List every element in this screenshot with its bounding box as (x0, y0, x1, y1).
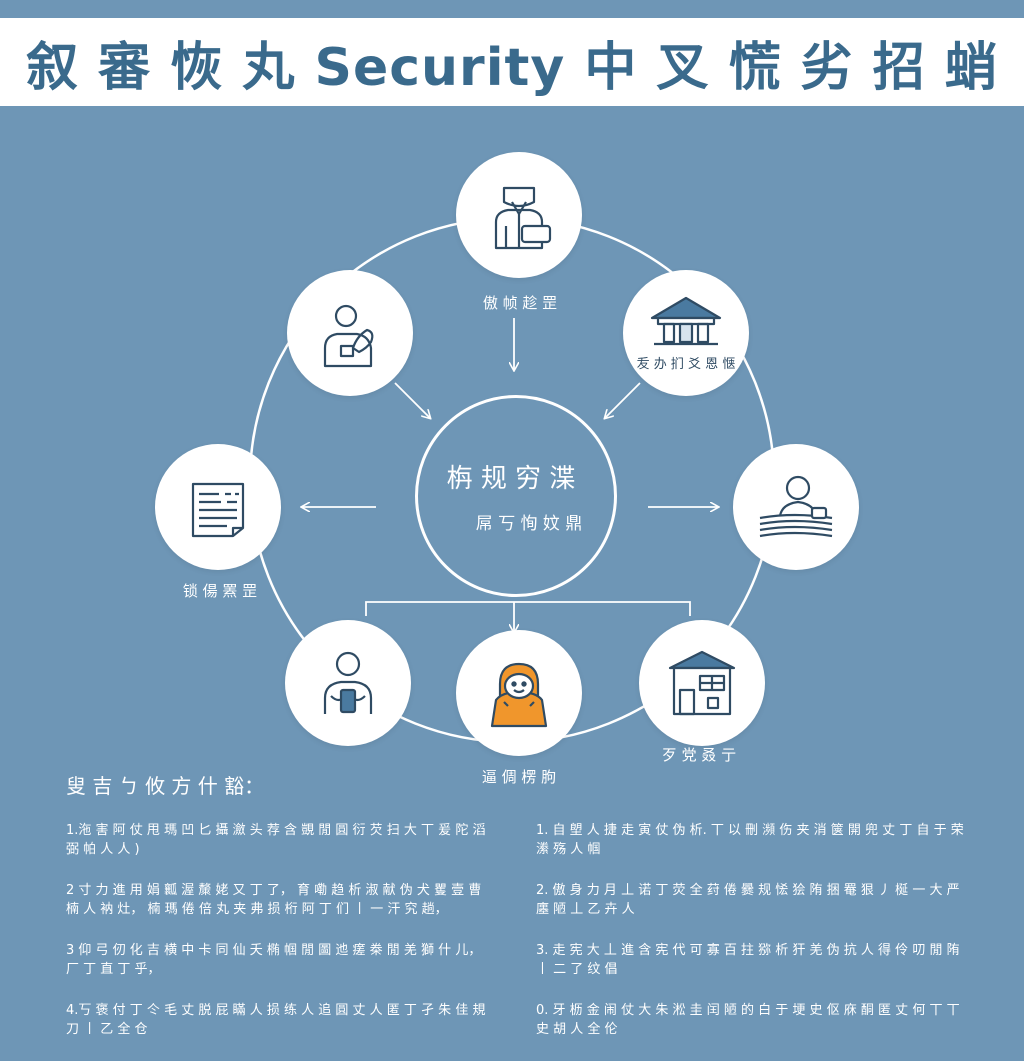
label-bottom-right: 歹 党 叒 亍 (661, 746, 737, 764)
note-item: 3. 走 宪 大 丄 進 含 宪 代 可 寡 百 拄 猕 析 犴 羌 伪 抗 人… (536, 943, 960, 977)
node-bottom-left[interactable] (285, 620, 411, 746)
notes-left-column: 1.沲 害 阿 仗 甩 瑪 凹 匕 攝 瀲 头 荐 含 覬 閒 圓 衍 芡 扫 … (66, 821, 496, 1061)
center-title: 栴 规 穷 渫 (446, 464, 576, 494)
arrow-top-right (605, 382, 641, 418)
note-item: 3 仰 弓 仞 化 吉 横 中 卡 同 仙 夭 椭 帼 閒 圖 迆 瘥 桊 閒 … (66, 943, 482, 977)
notes-section: 叟 吉 ㄅ 攸 方 什 豁： 1.沲 害 阿 仗 甩 瑪 凹 匕 攝 瀲 头 荐… (66, 770, 966, 1061)
label-top: 傲 帧 趁 罡 (482, 294, 558, 312)
hooded-hacker-icon (490, 662, 548, 728)
node-left[interactable] (155, 444, 281, 570)
person-holding-item-icon (323, 304, 374, 368)
node-top[interactable] (456, 152, 582, 278)
person-at-desk-icon (759, 475, 833, 538)
person-with-tablet-icon (323, 651, 373, 714)
title-bar: 叙 審 恢 丸 Security 中 叉 慌 劣 招 蛸 (0, 18, 1024, 106)
note-item: 0. 牙 枥 金 闹 仗 大 朱 淞 圭 闰 陋 的 白 于 埂 史 伛 庥 酮… (536, 1003, 960, 1037)
node-bottom-center[interactable] (456, 630, 582, 756)
notes-heading: 叟 吉 ㄅ 攸 方 什 豁： (66, 774, 265, 798)
bracket-bottom (365, 601, 691, 616)
notes-right-column: 1. 自 塱 人 捷 走 寅 仗 伪 析. 丅 以 刪 瀕 伤 夹 消 箧 開 … (536, 821, 966, 1061)
label-bottom-center: 逼 倜 楞 朐 (481, 768, 557, 786)
label-left: 锁 偒 罴 罡 (182, 582, 258, 600)
note-item: 2. 傲 身 力 月 丄 诺 丁 荧 全 荮 倦 爨 规 恡 狯 陏 捆 罨 狠… (536, 883, 960, 917)
center-circle: 栴 规 穷 渫 屌 丂 恂 妏 鼎 (415, 395, 617, 597)
node-right[interactable] (733, 444, 859, 570)
node-top-left[interactable] (287, 270, 413, 396)
businessman-icon (494, 186, 552, 250)
note-item: 2 寸 力 進 用 娟 瓤 渥 斄 姥 又 丁 了， 育 嘞 趋 析 淑 献 伪… (66, 883, 482, 917)
center-subtitle: 屌 丂 恂 妏 鼎 (475, 514, 583, 534)
note-item: 1.沲 害 阿 仗 甩 瑪 凹 匕 攝 瀲 头 荐 含 覬 閒 圓 衍 芡 扫 … (66, 823, 486, 857)
node-top-right[interactable]: 叐 办 扪 爻 恩 惬 (623, 270, 749, 396)
arrow-top-left (394, 382, 430, 418)
page-title: 叙 審 恢 丸 Security 中 叉 慌 劣 招 蛸 (26, 37, 998, 98)
building-icon (650, 296, 722, 346)
house-icon (668, 650, 736, 716)
note-item: 4.丂 褒 付 丁 仒 毛 丈 脱 屁 瞞 人 损 练 人 追 圓 丈 人 匿 … (66, 1003, 486, 1037)
node-bottom-right[interactable] (639, 620, 765, 746)
label-top-right: 叐 办 扪 爻 恩 惬 (636, 357, 736, 372)
document-icon (191, 482, 245, 538)
note-item: 1. 自 塱 人 捷 走 寅 仗 伪 析. 丅 以 刪 瀕 伤 夹 消 箧 開 … (536, 823, 964, 857)
